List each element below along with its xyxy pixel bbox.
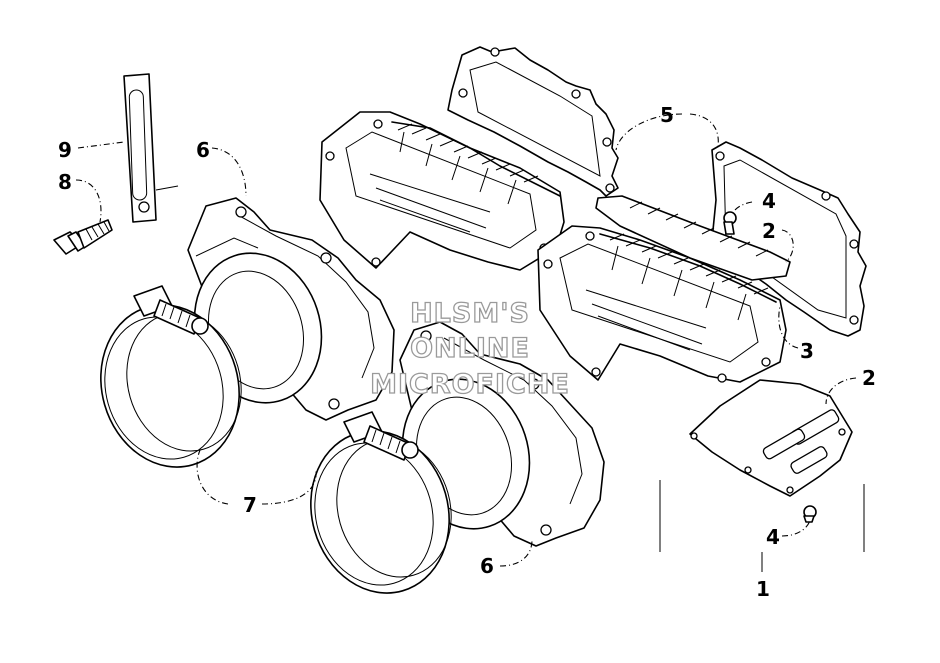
callout-5: 5	[660, 103, 674, 127]
reed-gasket-part-5-rear	[447, 46, 619, 197]
callout-labels: 9 8 6 5 4 2 3 2 7 6 4 1	[58, 103, 876, 601]
callout-4-lower: 4	[766, 525, 780, 549]
watermark-line-2: ONLINE	[410, 333, 530, 364]
watermark: HLSM'S ONLINE MICROFICHE	[369, 297, 570, 400]
gasket-plate-part-2-lower	[689, 379, 853, 497]
callout-2-upper: 2	[762, 219, 776, 243]
callout-4-upper: 4	[762, 189, 776, 213]
hose-clamp-part-7-front	[310, 411, 452, 594]
screw-part-4-lower	[803, 505, 817, 523]
reed-stop-part-2-upper	[595, 195, 791, 281]
callout-6-upper: 6	[196, 138, 210, 162]
flange-bolt-part-8	[53, 219, 113, 255]
callout-2-lower: 2	[862, 366, 876, 390]
screw-part-4-upper	[723, 211, 737, 235]
callout-3: 3	[800, 339, 814, 363]
callout-6-lower: 6	[480, 554, 494, 578]
callout-1: 1	[756, 577, 770, 601]
callout-8: 8	[58, 170, 72, 194]
watermark-line-3: MICROFICHE	[370, 369, 570, 400]
watermark-line-1: HLSM'S	[410, 298, 530, 329]
reed-valve-block-part-3-front	[537, 225, 787, 383]
callout-9: 9	[58, 138, 72, 162]
hose-clamp-part-7-rear	[100, 285, 242, 468]
callout-7: 7	[243, 493, 257, 517]
leader-lines	[75, 113, 865, 572]
intake-adaptor-part-6-rear	[187, 197, 395, 421]
bracket-strap-part-9	[123, 73, 179, 223]
